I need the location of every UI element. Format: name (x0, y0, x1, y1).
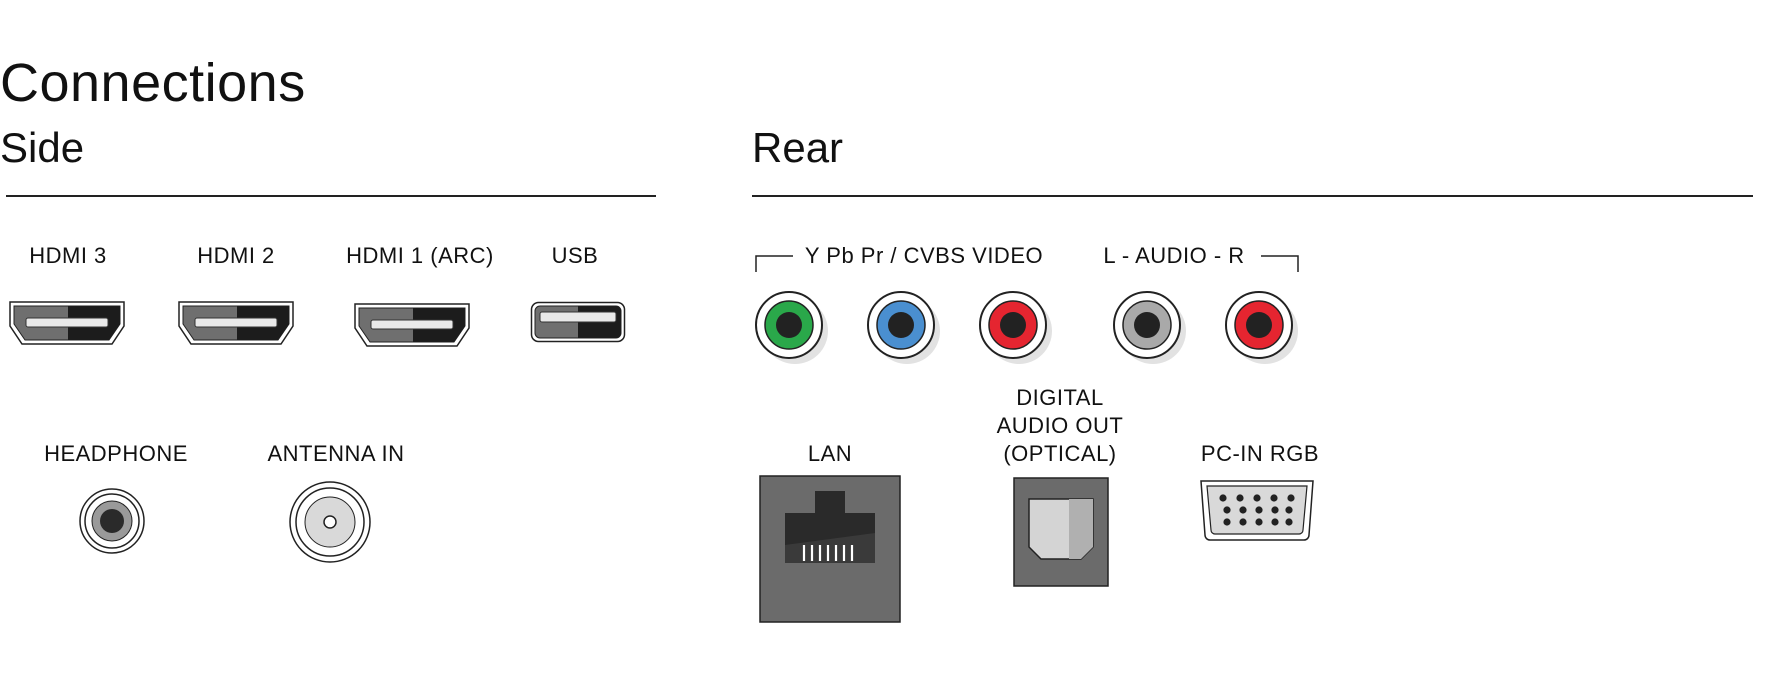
rca-red-audio-jack-icon (1225, 291, 1298, 364)
digital-audio-label-line1: DIGITAL (1016, 385, 1104, 410)
rca-bracket (755, 255, 1299, 272)
rear-divider (752, 195, 1753, 197)
hdmi2-port-icon (178, 301, 294, 345)
digital-audio-label-line2: AUDIO OUT (996, 413, 1124, 438)
lan-port-icon (759, 475, 901, 623)
lan-label: LAN (807, 441, 853, 466)
optical-audio-port-icon (1013, 477, 1109, 587)
rca-white-audio-jack-icon (1113, 291, 1186, 364)
pc-in-rgb-label: PC-IN RGB (1200, 441, 1320, 466)
side-divider (6, 195, 656, 197)
headphone-label: HEADPHONE (44, 441, 188, 466)
digital-audio-label-line3: (OPTICAL) (1003, 441, 1117, 466)
headphone-jack-icon (79, 488, 145, 554)
hdmi3-label: HDMI 3 (29, 243, 107, 268)
rca-green-jack-icon (755, 291, 828, 364)
hdmi1-arc-label: HDMI 1 (ARC) (346, 243, 494, 268)
hdmi2-label: HDMI 2 (197, 243, 275, 268)
usb-port-icon (530, 301, 626, 343)
hdmi1-arc-port-icon (354, 303, 470, 347)
audio-lr-label: L - AUDIO - R (1103, 243, 1245, 268)
usb-label: USB (551, 243, 599, 268)
antenna-in-label: ANTENNA IN (267, 441, 405, 466)
rca-red-video-jack-icon (979, 291, 1052, 364)
rear-heading: Rear (752, 124, 844, 171)
page-title: Connections (0, 53, 306, 113)
rca-blue-jack-icon (867, 291, 940, 364)
hdmi3-port-icon (9, 301, 125, 345)
side-heading: Side (0, 124, 85, 171)
component-video-label: Y Pb Pr / CVBS VIDEO (804, 243, 1044, 268)
antenna-in-port-icon (289, 481, 371, 563)
vga-port-icon (1200, 480, 1314, 541)
